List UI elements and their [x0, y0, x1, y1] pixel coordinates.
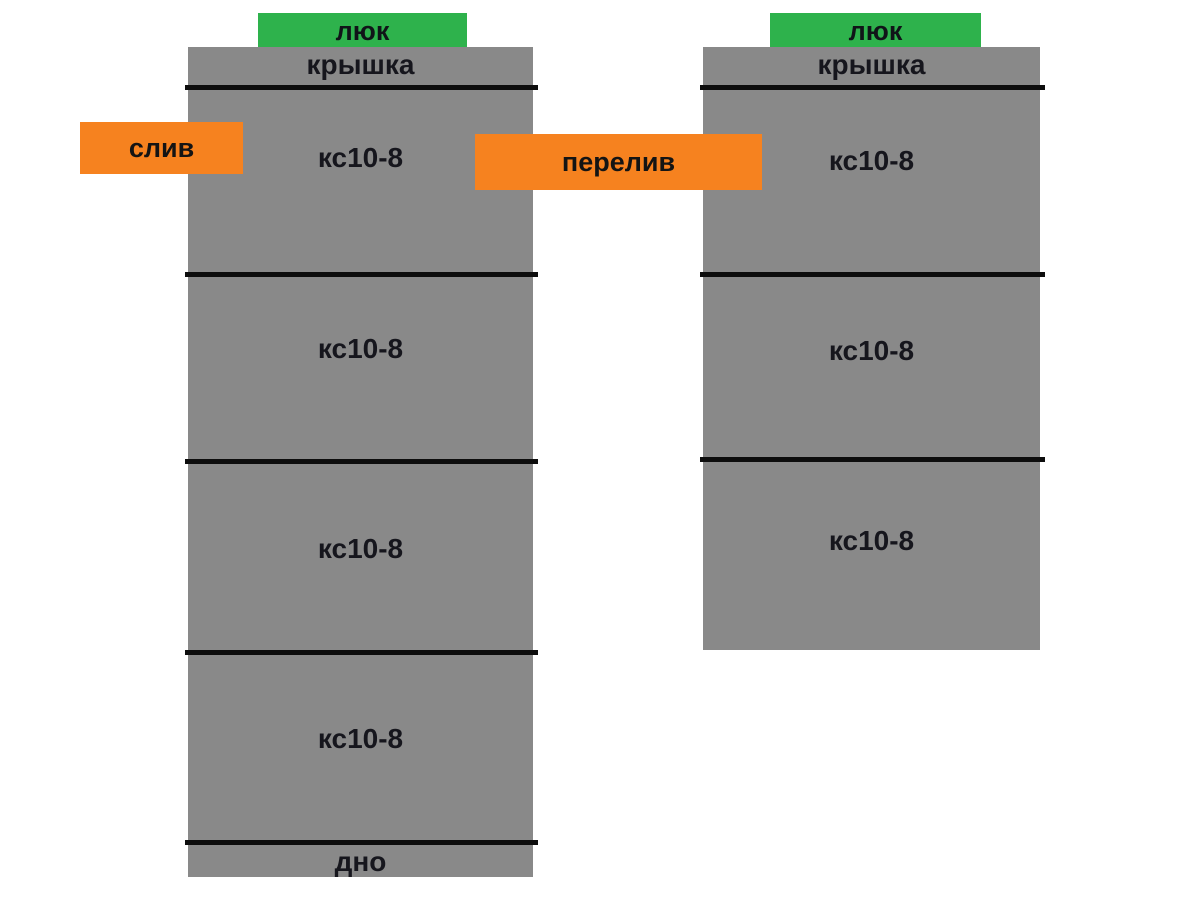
left-ring-1-label: кс10-8 — [317, 142, 404, 173]
drain-pipe-label: слив — [80, 122, 243, 174]
overflow-label-text: перелив — [561, 146, 676, 177]
left-joint-line-bottom — [185, 840, 538, 845]
left-joint-line-4 — [185, 650, 538, 655]
right-hatch-label: люк — [848, 15, 903, 46]
left-well-hatch: люк — [258, 13, 467, 49]
right-ring-2-label: кс10-8 — [828, 335, 915, 366]
left-ring-3-label: кс10-8 — [317, 533, 404, 564]
left-ring-4-label: кс10-8 — [317, 723, 404, 754]
overflow-pipe-label: перелив — [475, 134, 762, 190]
left-joint-line-2 — [185, 272, 538, 277]
right-well-hatch: люк — [770, 13, 981, 49]
right-ring-1-label: кс10-8 — [828, 145, 915, 176]
left-joint-line-1 — [185, 85, 538, 90]
right-joint-line-3 — [700, 457, 1045, 462]
right-joint-line-1 — [700, 85, 1045, 90]
left-cover-label: крышка — [306, 49, 415, 80]
right-cover-label: крышка — [817, 49, 926, 80]
right-ring-3-label: кс10-8 — [828, 525, 915, 556]
drain-label-text: слив — [128, 132, 195, 163]
left-bottom-label: дно — [334, 846, 387, 877]
left-ring-2-label: кс10-8 — [317, 333, 404, 364]
right-joint-line-2 — [700, 272, 1045, 277]
left-joint-line-3 — [185, 459, 538, 464]
left-hatch-label: люк — [335, 15, 390, 46]
